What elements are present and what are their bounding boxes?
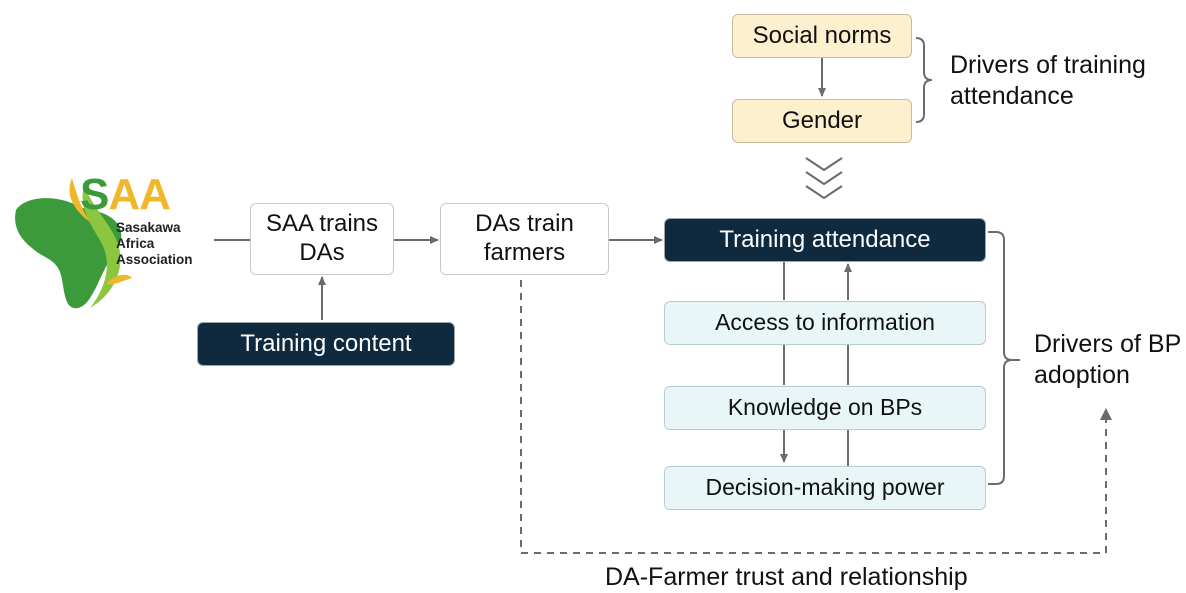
logo-line-3: Association (116, 251, 193, 267)
label-da-farmer-trust: DA-Farmer trust and relationship (605, 563, 968, 591)
node-access-to-information: Access to information (664, 301, 986, 345)
node-training-content: Training content (197, 322, 455, 366)
chevron-1 (805, 157, 843, 172)
africa-map-icon (15, 178, 132, 309)
logo-letter-s: S (80, 170, 109, 219)
label-drivers-bp-adoption: Drivers of BP adoption (1034, 330, 1181, 389)
bracket-attendance (915, 37, 933, 123)
node-gender: Gender (732, 99, 912, 143)
chevron-2 (805, 171, 843, 186)
node-training-attendance: Training attendance (664, 218, 986, 262)
node-social-norms: Social norms (732, 14, 912, 58)
logo-line-2: Africa (116, 235, 155, 251)
node-knowledge-on-bps: Knowledge on BPs (664, 386, 986, 430)
node-das-train-farmers: DAs train farmers (440, 203, 609, 275)
label-drivers-training-attendance: Drivers of training attendance (950, 51, 1146, 110)
node-decision-making-power: Decision-making power (664, 466, 986, 510)
edge-trust-dashed (520, 280, 1107, 554)
trust-arrow-head (1100, 408, 1112, 420)
chevron-3 (805, 185, 843, 200)
logo-line-1: Sasakawa (116, 220, 181, 235)
bracket-bp (988, 231, 1020, 485)
node-saa-trains-das: SAA trains DAs (250, 203, 394, 275)
saa-logo: SAA Sasakawa Africa Association (10, 168, 222, 318)
logo-letters-aa: AA (108, 170, 171, 219)
